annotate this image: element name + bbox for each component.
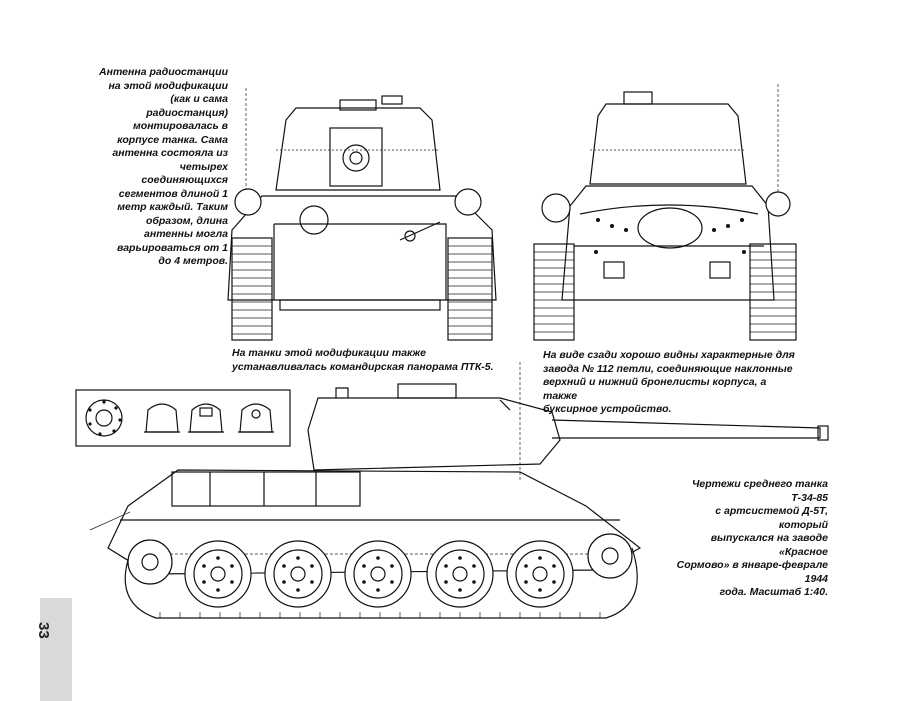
inset-top-view	[85, 399, 123, 437]
gun-muzzle-tip	[817, 425, 829, 441]
side-turret	[307, 397, 561, 471]
inset-frame	[75, 389, 291, 447]
side-hull	[107, 469, 642, 575]
side-view-drawing	[89, 362, 829, 619]
inset-side-c	[239, 403, 273, 433]
page-number: 33	[35, 622, 52, 639]
road-wheel-1	[184, 540, 252, 608]
road-wheel-5	[506, 540, 574, 608]
right-track	[447, 237, 493, 341]
road-wheel-3	[344, 540, 412, 608]
drive-sprocket	[587, 533, 633, 579]
rear-turret	[589, 103, 747, 185]
side-track	[124, 547, 638, 619]
exhaust-left	[603, 261, 625, 279]
gun-muzzle	[342, 144, 370, 172]
page-number-tab	[40, 598, 72, 701]
side-cupola	[397, 383, 457, 399]
front-turret	[275, 107, 441, 191]
rear-hatch	[637, 207, 703, 249]
right-headlight	[454, 188, 482, 216]
road-wheel-2	[264, 540, 332, 608]
caption-drawing-info: Чертежи среднего танка Т-34-85 с артсист…	[676, 478, 828, 598]
hull-machine-gun	[299, 205, 329, 235]
left-track	[231, 237, 273, 341]
front-view-drawing	[227, 88, 497, 341]
smoke-canister-left	[541, 193, 571, 223]
caption-front-view: На танки этой модификации также устанавл…	[232, 347, 494, 373]
idler-wheel	[127, 539, 173, 585]
caption-antenna: Антенна радиостанции на этой модификации…	[99, 66, 228, 267]
rear-view-drawing	[533, 84, 797, 341]
front-hull	[227, 195, 497, 301]
side-gun-barrel	[551, 419, 821, 439]
inset-side-b	[189, 403, 223, 433]
road-wheel-4	[426, 540, 494, 608]
ptk5-inset	[75, 389, 291, 447]
commander-cupola	[339, 99, 377, 111]
left-headlight	[234, 188, 262, 216]
rear-light-right	[765, 191, 791, 217]
gun-mantlet	[329, 127, 383, 187]
exhaust-right	[709, 261, 731, 279]
inset-side-a	[145, 403, 179, 433]
periscope	[381, 95, 403, 105]
gun-bore	[349, 151, 363, 165]
caption-rear-view: На виде сзади хорошо видны характерные д…	[543, 349, 795, 415]
rear-hull	[561, 185, 775, 301]
fuel-tanks	[171, 471, 361, 507]
